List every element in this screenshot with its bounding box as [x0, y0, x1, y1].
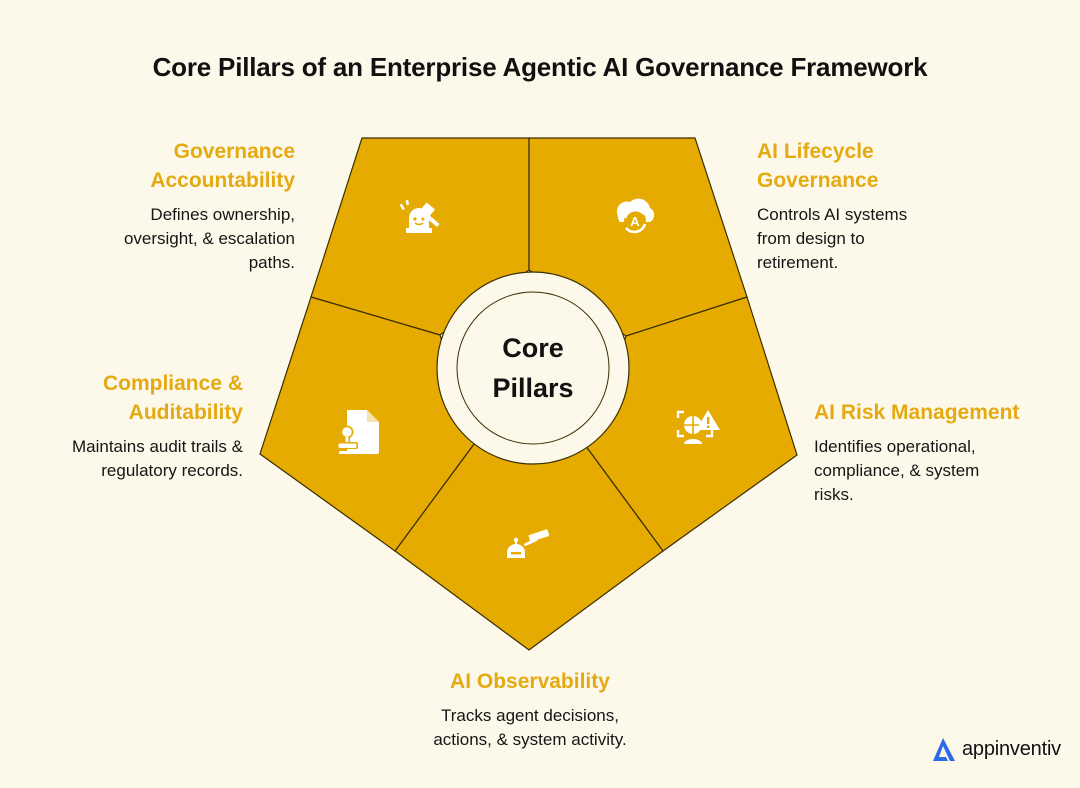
pillar-desc-line1: Identifies operational, [814, 437, 976, 456]
gavel-alarm-icon [399, 199, 440, 233]
globe-risk-warning-icon [676, 410, 720, 444]
pillar-heading-line1: AI Lifecycle [757, 140, 874, 163]
pillar-desc-line1: Tracks agent decisions, [441, 706, 619, 725]
pillar-ai-risk-management: AI Risk Management Identifies operationa… [814, 398, 1074, 507]
pillar-heading-line2: Auditability [128, 401, 243, 424]
pillar-desc-line1: Maintains audit trails & [71, 437, 243, 456]
pillar-ai-observability: AI Observability Tracks agent decisions,… [380, 667, 680, 752]
pillar-governance-accountability: Governance Accountability Defines owners… [55, 137, 295, 275]
svg-text:A: A [630, 214, 640, 229]
pillar-heading-line1: Compliance & [102, 372, 243, 395]
brand-logo-text: appinventiv [962, 737, 1061, 760]
pillar-desc-line3: risks. [814, 485, 854, 504]
center-label: Core Pillars [433, 328, 633, 408]
pillar-desc-line1: Controls AI systems [757, 205, 908, 224]
appinventiv-logo-icon [933, 738, 955, 761]
document-stamp-icon [337, 410, 379, 454]
page-title: Core Pillars of an Enterprise Agentic AI… [152, 52, 928, 82]
pillar-heading-line1: AI Observability [450, 670, 610, 693]
pillar-desc-line3: retirement. [757, 253, 839, 272]
robot-camera-icon [507, 529, 550, 558]
pillar-desc-line2: from design to [757, 229, 865, 248]
pillar-heading-line2: Accountability [150, 169, 295, 192]
pillar-desc-line1: Defines ownership, [150, 205, 295, 224]
pillar-ai-lifecycle-governance: AI Lifecycle Governance Controls AI syst… [757, 137, 997, 275]
cloud-ai-cycle-icon: A [616, 198, 655, 234]
pillar-heading-line2: Governance [757, 169, 879, 192]
pillar-compliance-auditability: Compliance & Auditability Maintains audi… [3, 369, 243, 483]
brand-logo: appinventiv [930, 735, 1061, 763]
center-circle-inner [456, 291, 610, 445]
pillar-desc-line3: paths. [248, 253, 295, 272]
center-label-line2: Pillars [492, 373, 574, 403]
center-label-line1: Core [502, 333, 564, 363]
pillar-heading-line1: Governance [173, 140, 295, 163]
pillar-heading-line1: AI Risk Management [814, 401, 1020, 424]
pillar-desc-line2: actions, & system activity. [433, 730, 627, 749]
pillar-desc-line2: oversight, & escalation [123, 229, 295, 248]
pillar-desc-line2: regulatory records. [101, 461, 243, 480]
pillar-desc-line2: compliance, & system [814, 461, 980, 480]
